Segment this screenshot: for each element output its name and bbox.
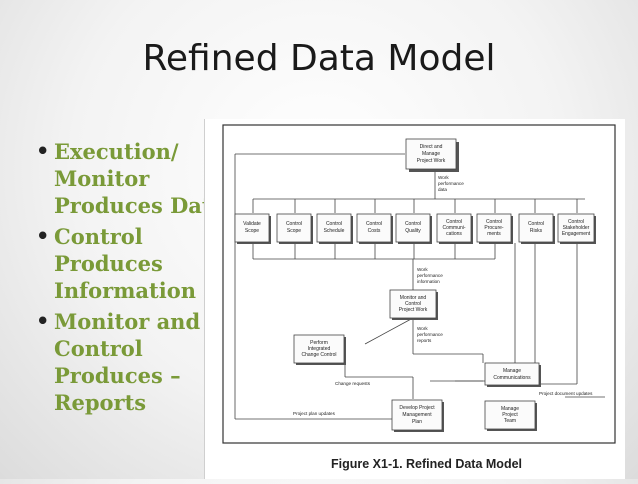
bullet-item: •Control Produces Information	[36, 223, 236, 304]
flow-label: performance	[417, 273, 443, 278]
figure-caption: Figure X1-1. Refined Data Model	[331, 457, 522, 471]
flow-label: information	[417, 279, 440, 284]
box-label: Change Control	[301, 352, 336, 358]
control-schedule-box: Control Schedule	[316, 213, 353, 244]
bullet-text: Execution/ Monitor Produces Data	[54, 139, 226, 218]
box-label: Control	[405, 221, 421, 227]
connector-lines	[234, 153, 605, 420]
box-label: Manage	[503, 368, 521, 374]
box-label: Project Work	[417, 158, 446, 164]
control-stakeholder-box: Control Stakeholder Engagement	[557, 213, 596, 244]
box-label: Project Work	[399, 307, 428, 313]
manage-team-box: Manage Project Team	[484, 400, 537, 431]
flow-label: Project plan updates	[293, 411, 336, 416]
box-label: Control	[405, 301, 421, 307]
slide-title: Refined Data Model	[142, 38, 496, 79]
box-label: Scope	[245, 228, 259, 234]
flow-label: reports	[417, 338, 432, 343]
bullet-text: Control Produces Information	[54, 224, 196, 303]
box-label: Communi-	[442, 225, 465, 231]
flow-label: performance	[417, 332, 443, 337]
flow-label: Change requests	[335, 381, 371, 386]
box-label: Perform	[310, 340, 328, 346]
box-label: Integrated	[308, 346, 331, 352]
flow-label: performance	[438, 181, 464, 186]
box-label: Develop Project	[399, 405, 435, 411]
box-label: Control	[366, 221, 382, 227]
box-label: Manage	[422, 151, 440, 157]
box-label: Direct and	[420, 144, 443, 150]
monitor-control-box: Monitor and Control Project Work	[389, 289, 438, 320]
bullet-item: •Monitor and Control Produces – Reports	[36, 308, 236, 416]
develop-plan-box: Develop Project Management Plan	[391, 399, 444, 432]
diagram-figure: Direct and Manage Project Work Work perf…	[204, 119, 625, 479]
flow-label: data	[438, 187, 447, 192]
box-label: Schedule	[324, 228, 345, 234]
flow-label: Project document updates	[539, 391, 593, 396]
box-label: Control	[286, 221, 302, 227]
box-label: Management	[402, 412, 432, 418]
bullet-dot: •	[36, 139, 50, 163]
box-label: Procure-	[484, 225, 504, 231]
box-label: Project	[502, 412, 518, 418]
control-risks-box: Control Risks	[518, 213, 555, 244]
control-procurements-box: Control Procure- ments	[476, 213, 513, 244]
bullet-text: Monitor and Control Produces – Reports	[54, 309, 201, 415]
box-label: Scope	[287, 228, 301, 234]
flow-label: Work	[417, 326, 428, 331]
box-label: Quality	[405, 228, 421, 234]
box-label: Costs	[368, 228, 381, 234]
box-label: Plan	[412, 419, 422, 425]
box-label: Communications	[493, 375, 531, 381]
box-label: Engagement	[562, 231, 591, 237]
control-quality-box: Control Quality	[395, 213, 432, 244]
bullet-list: •Execution/ Monitor Produces Data •Contr…	[36, 138, 236, 420]
flow-label: Work	[438, 175, 449, 180]
bullet-dot: •	[36, 309, 50, 333]
bullet-item: •Execution/ Monitor Produces Data	[36, 138, 236, 219]
data-model-diagram: Direct and Manage Project Work Work perf…	[222, 124, 616, 471]
box-label: Control	[528, 221, 544, 227]
direct-manage-box: Direct and Manage Project Work	[405, 138, 459, 172]
box-label: Team	[504, 418, 516, 424]
manage-communications-box: Manage Communications	[484, 362, 541, 387]
box-label: Control	[568, 219, 584, 225]
box-label: Risks	[530, 228, 543, 234]
box-label: Monitor and	[400, 295, 427, 301]
validate-scope-box: Validate Scope	[234, 213, 271, 244]
box-label: Control	[446, 219, 462, 225]
control-scope-box: Control Scope	[276, 213, 313, 244]
box-label: Control	[486, 219, 502, 225]
box-label: Validate	[243, 221, 261, 227]
box-label: Stakeholder	[563, 225, 590, 231]
flow-label: Work	[417, 267, 428, 272]
diagram-frame	[222, 124, 616, 444]
box-label: cations	[446, 231, 462, 237]
control-communications-box: Control Communi- cations	[436, 213, 473, 244]
change-control-box: Perform Integrated Change Control	[293, 334, 346, 365]
control-costs-box: Control Costs	[356, 213, 393, 244]
box-label: Manage	[501, 406, 519, 412]
box-label: ments	[487, 231, 501, 237]
bullet-dot: •	[36, 224, 50, 248]
box-label: Control	[326, 221, 342, 227]
